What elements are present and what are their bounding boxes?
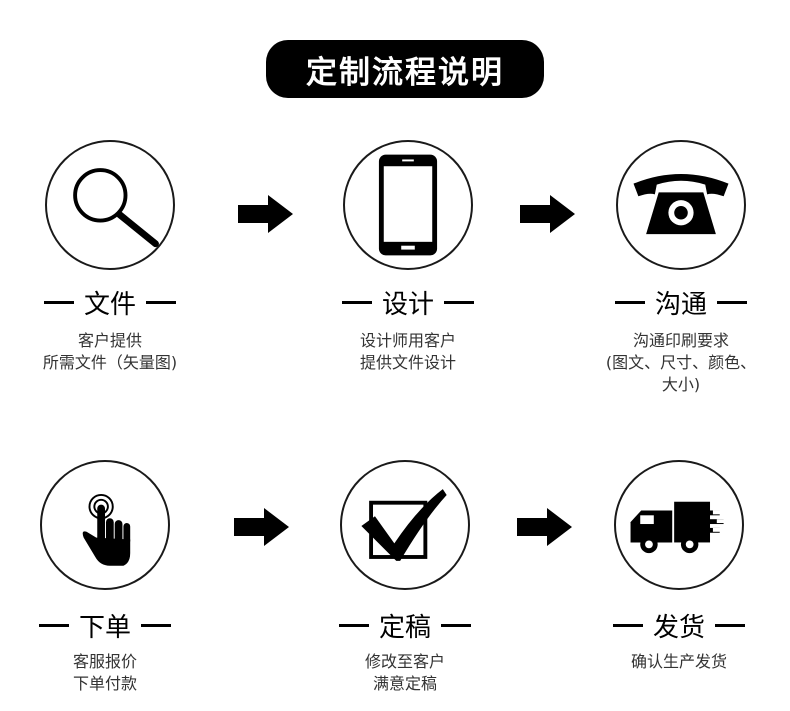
step-title-label: 下单 bbox=[78, 612, 131, 643]
step-title-label: 设计 bbox=[381, 289, 434, 320]
dash-left bbox=[43, 300, 74, 304]
step-1-icon-circle bbox=[45, 140, 175, 270]
dash-right bbox=[146, 300, 176, 304]
step-2-title: 设计 bbox=[308, 285, 508, 320]
arrow-right-icon bbox=[238, 195, 293, 233]
description-line: 下单付款 bbox=[72, 674, 137, 693]
description-line: 大小) bbox=[661, 375, 701, 394]
magnifier-icon bbox=[73, 168, 159, 248]
arrow-right-icon bbox=[520, 195, 575, 233]
description-line: 满意定稿 bbox=[372, 674, 437, 693]
dash-left bbox=[614, 300, 645, 304]
step-2-description: 设计师用客户 提供文件设计 bbox=[278, 330, 538, 374]
step-3-title: 沟通 bbox=[581, 285, 781, 320]
dash-left bbox=[338, 623, 369, 627]
step-6-icon-circle bbox=[614, 460, 744, 590]
dash-left bbox=[612, 623, 643, 627]
step-4-icon-circle bbox=[40, 460, 170, 590]
description-line: 提供文件设计 bbox=[359, 353, 456, 372]
dash-right bbox=[717, 300, 747, 304]
checkbox-icon bbox=[361, 489, 447, 561]
step-6-description: 确认生产发货 bbox=[549, 651, 790, 673]
step-1-title: 文件 bbox=[10, 285, 210, 320]
step-3-icon-circle bbox=[616, 140, 746, 270]
telephone-icon bbox=[633, 173, 729, 235]
dash-right bbox=[441, 623, 471, 627]
description-line: 沟通印刷要求 bbox=[632, 331, 729, 350]
step-title-label: 发货 bbox=[652, 612, 705, 643]
dash-left bbox=[38, 623, 69, 627]
smartphone-icon bbox=[378, 154, 438, 256]
dash-right bbox=[141, 623, 171, 627]
description-line: 所需文件（矢量图) bbox=[42, 353, 178, 372]
dash-left bbox=[341, 300, 372, 304]
dash-right bbox=[715, 623, 745, 627]
step-title-label: 文件 bbox=[83, 289, 136, 320]
step-5-icon-circle bbox=[340, 460, 470, 590]
step-4-title: 下单 bbox=[5, 608, 205, 643]
description-line: 设计师用客户 bbox=[359, 331, 456, 350]
step-5-description: 修改至客户 满意定稿 bbox=[275, 651, 535, 695]
delivery-truck-icon bbox=[630, 501, 731, 554]
page-title: 定制流程说明 bbox=[266, 40, 544, 98]
arrow-right-icon bbox=[517, 508, 572, 546]
dash-right bbox=[444, 300, 474, 304]
step-6-title: 发货 bbox=[579, 608, 779, 643]
description-line: 确认生产发货 bbox=[630, 652, 727, 671]
step-5-title: 定稿 bbox=[305, 608, 505, 643]
step-title-label: 沟通 bbox=[654, 289, 707, 320]
step-4-description: 客服报价 下单付款 bbox=[0, 651, 235, 695]
description-line: 修改至客户 bbox=[364, 652, 445, 671]
description-line: 客户提供 bbox=[77, 331, 142, 350]
arrow-right-icon bbox=[234, 508, 289, 546]
description-line: 客服报价 bbox=[72, 652, 137, 671]
step-1-description: 客户提供 所需文件（矢量图) bbox=[0, 330, 240, 374]
step-3-description: 沟通印刷要求 (图文、尺寸、颜色、 大小) bbox=[551, 330, 790, 396]
description-line: (图文、尺寸、颜色、 bbox=[605, 353, 757, 372]
step-title-label: 定稿 bbox=[378, 612, 431, 643]
hand-pointer-icon bbox=[82, 493, 131, 566]
step-2-icon-circle bbox=[343, 140, 473, 270]
